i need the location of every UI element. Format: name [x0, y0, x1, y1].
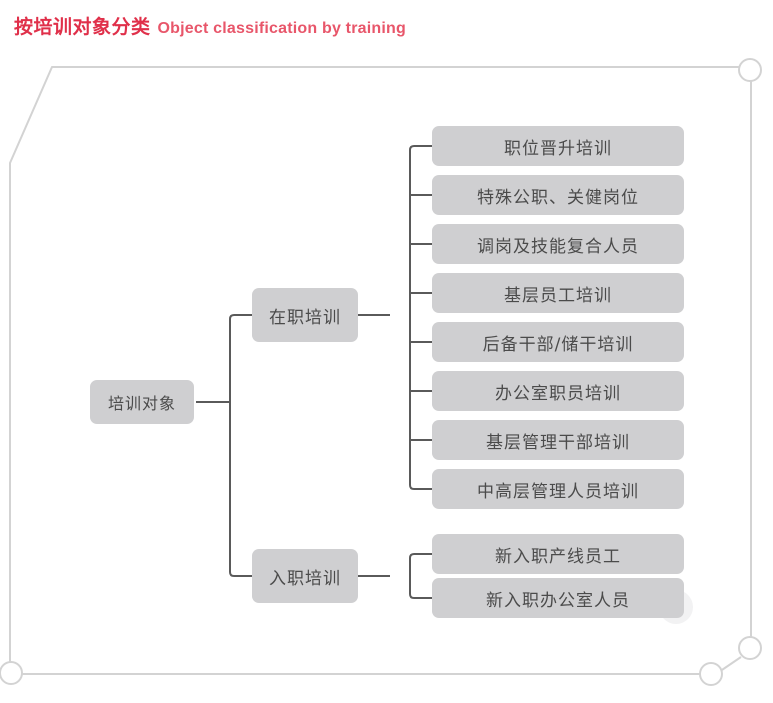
node-leaf-onjob-6[interactable]: 办公室职员培训	[432, 371, 684, 411]
node-leaf-newhire-1[interactable]: 新入职产线员工	[432, 534, 684, 574]
node-root[interactable]: 培训对象	[90, 380, 194, 424]
node-leaf-onjob-8[interactable]: 中高层管理人员培训	[432, 469, 684, 509]
connector-newhire-bracket	[409, 553, 432, 599]
node-leaf-onjob-7[interactable]: 基层管理干部培训	[432, 420, 684, 460]
node-leaf-onjob-4[interactable]: 基层员工培训	[432, 273, 684, 313]
node-leaf-onjob-1[interactable]: 职位晋升培训	[432, 126, 684, 166]
connector-onjob-bracket	[409, 145, 432, 490]
page-title-chinese: 按培训对象分类	[14, 17, 151, 38]
page-title-english: Object classification by training	[157, 20, 406, 37]
node-leaf-onjob-2[interactable]: 特殊公职、关健岗位	[432, 175, 684, 215]
connector-level1-bracket	[229, 314, 252, 577]
node-leaf-newhire-2[interactable]: 新入职办公室人员	[432, 578, 684, 618]
node-branch-on-the-job[interactable]: 在职培训	[252, 288, 358, 342]
page-title: 按培训对象分类 Object classification by trainin…	[14, 12, 406, 39]
node-leaf-onjob-3[interactable]: 调岗及技能复合人员	[432, 224, 684, 264]
node-branch-new-hire[interactable]: 入职培训	[252, 549, 358, 603]
node-leaf-onjob-5[interactable]: 后备干部/储干培训	[432, 322, 684, 362]
